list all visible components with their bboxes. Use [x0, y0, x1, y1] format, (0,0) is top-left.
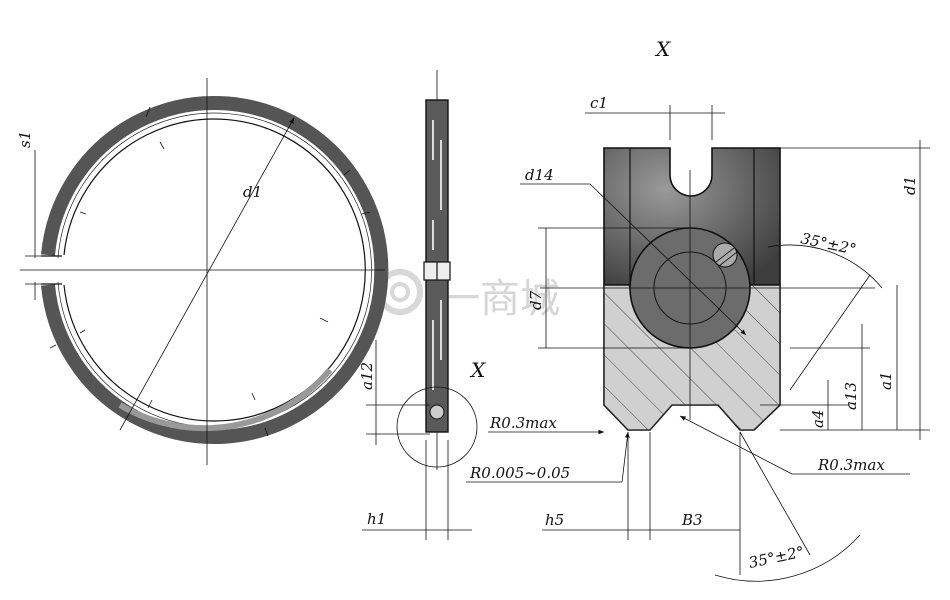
- view-label: X: [654, 37, 671, 61]
- dim-s1: s1: [16, 131, 34, 148]
- dim-c1: c1: [590, 94, 608, 112]
- dim-b3: B3: [681, 511, 703, 529]
- dim-a4: a4: [809, 410, 827, 429]
- dim-h5: h5: [545, 511, 564, 529]
- dim-d14: d14: [525, 166, 554, 184]
- dim-a12: a12: [358, 362, 376, 390]
- dim-r-top: R0.3max: [489, 414, 557, 432]
- dim-h1: h1: [367, 510, 386, 528]
- dim-a1: a1: [877, 372, 895, 391]
- detail-x-view: X c1 d14 d7 35°±2°: [466, 37, 930, 582]
- watermark-text: 一商城: [440, 276, 560, 322]
- dim-a13: a13: [842, 382, 860, 410]
- dim-d1-right: d1: [901, 176, 919, 195]
- ring-front-view: d1 s1: [16, 78, 389, 465]
- dim-r-small: R0.005~0.05: [469, 464, 570, 482]
- dim-angle-bottom: 35°±2°: [747, 543, 806, 572]
- watermark: 一商城: [377, 269, 560, 322]
- dim-d1-ring: d1: [243, 183, 262, 201]
- ring-side-view: X a12 h1: [358, 70, 486, 540]
- callout-label: X: [469, 358, 486, 382]
- dim-d7: d7: [527, 290, 545, 310]
- dim-r-bottom: R0.3max: [817, 456, 885, 474]
- dim-angle-top: 35°±2°: [799, 229, 858, 258]
